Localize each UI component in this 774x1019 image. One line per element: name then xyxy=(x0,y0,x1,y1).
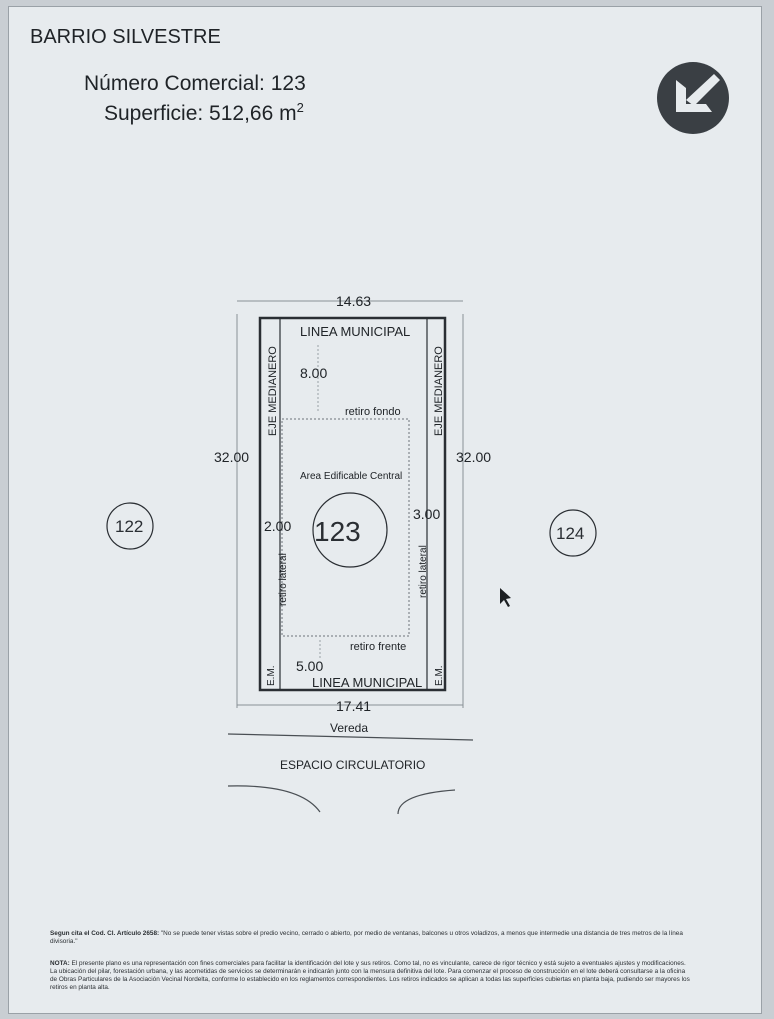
em-left: E.M. xyxy=(266,665,277,686)
superficie-exponent: 2 xyxy=(296,100,304,115)
neighbor-right-circle xyxy=(549,509,597,557)
linea-municipal-bottom: LINEA MUNICIPAL xyxy=(312,675,422,690)
lot-outline xyxy=(258,316,447,692)
nota-label: NOTA: xyxy=(50,960,70,967)
right-length: 32.00 xyxy=(456,449,491,465)
document-page xyxy=(8,6,762,1014)
code-ref: Segun cita el Cod. Cl. Artículo 2658: xyxy=(50,930,160,937)
retiro-fondo-value: 8.00 xyxy=(300,365,327,381)
nota-paragraph: NOTA: El presente plano es una represent… xyxy=(50,960,690,992)
eje-medianero-right: EJE MEDIANERO xyxy=(433,346,445,436)
retiro-frente-value: 5.00 xyxy=(296,658,323,674)
retiro-frente: retiro frente xyxy=(350,641,406,653)
neighbor-right-number: 124 xyxy=(556,524,584,543)
left-length: 32.00 xyxy=(214,449,249,465)
vereda-label: Vereda xyxy=(330,721,368,735)
numero-comercial: Número Comercial: 123 xyxy=(84,72,306,95)
neighbor-left-circle xyxy=(106,502,154,550)
neighbor-left-number: 122 xyxy=(115,517,143,536)
lot-number: 123 xyxy=(314,516,361,547)
area-edificable: Area Edificable Central xyxy=(300,471,402,482)
espacio-circulatorio: ESPACIO CIRCULATORIO xyxy=(280,758,425,772)
barrio-title: BARRIO SILVESTRE xyxy=(30,26,221,48)
retiro-fondo: retiro fondo xyxy=(345,406,401,418)
retiro-lateral-right: retiro lateral xyxy=(418,545,429,598)
width-bottom: 17.41 xyxy=(336,698,371,714)
cursor-icon xyxy=(500,588,511,607)
nota-text: El presente plano es una representación … xyxy=(50,960,690,991)
corner-logo-icon xyxy=(657,62,729,134)
linea-municipal-top: LINEA MUNICIPAL xyxy=(300,324,410,339)
retiro-lateral-left: retiro lateral xyxy=(278,553,289,606)
retiro-lateral-left-value: 2.00 xyxy=(264,518,291,534)
superficie: Superficie: 512,66 m2 xyxy=(104,100,304,126)
code-text: "No se puede tener vistas sobre el predi… xyxy=(50,930,683,945)
eje-medianero-left: EJE MEDIANERO xyxy=(267,346,279,436)
superficie-text: Superficie: 512,66 m xyxy=(104,102,297,125)
code-note: Segun cita el Cod. Cl. Artículo 2658: "N… xyxy=(50,930,690,946)
width-top: 14.63 xyxy=(336,293,371,309)
em-right: E.M. xyxy=(434,665,445,686)
retiro-lateral-right-value: 3.00 xyxy=(413,506,440,522)
lot-number-circle xyxy=(312,492,388,568)
